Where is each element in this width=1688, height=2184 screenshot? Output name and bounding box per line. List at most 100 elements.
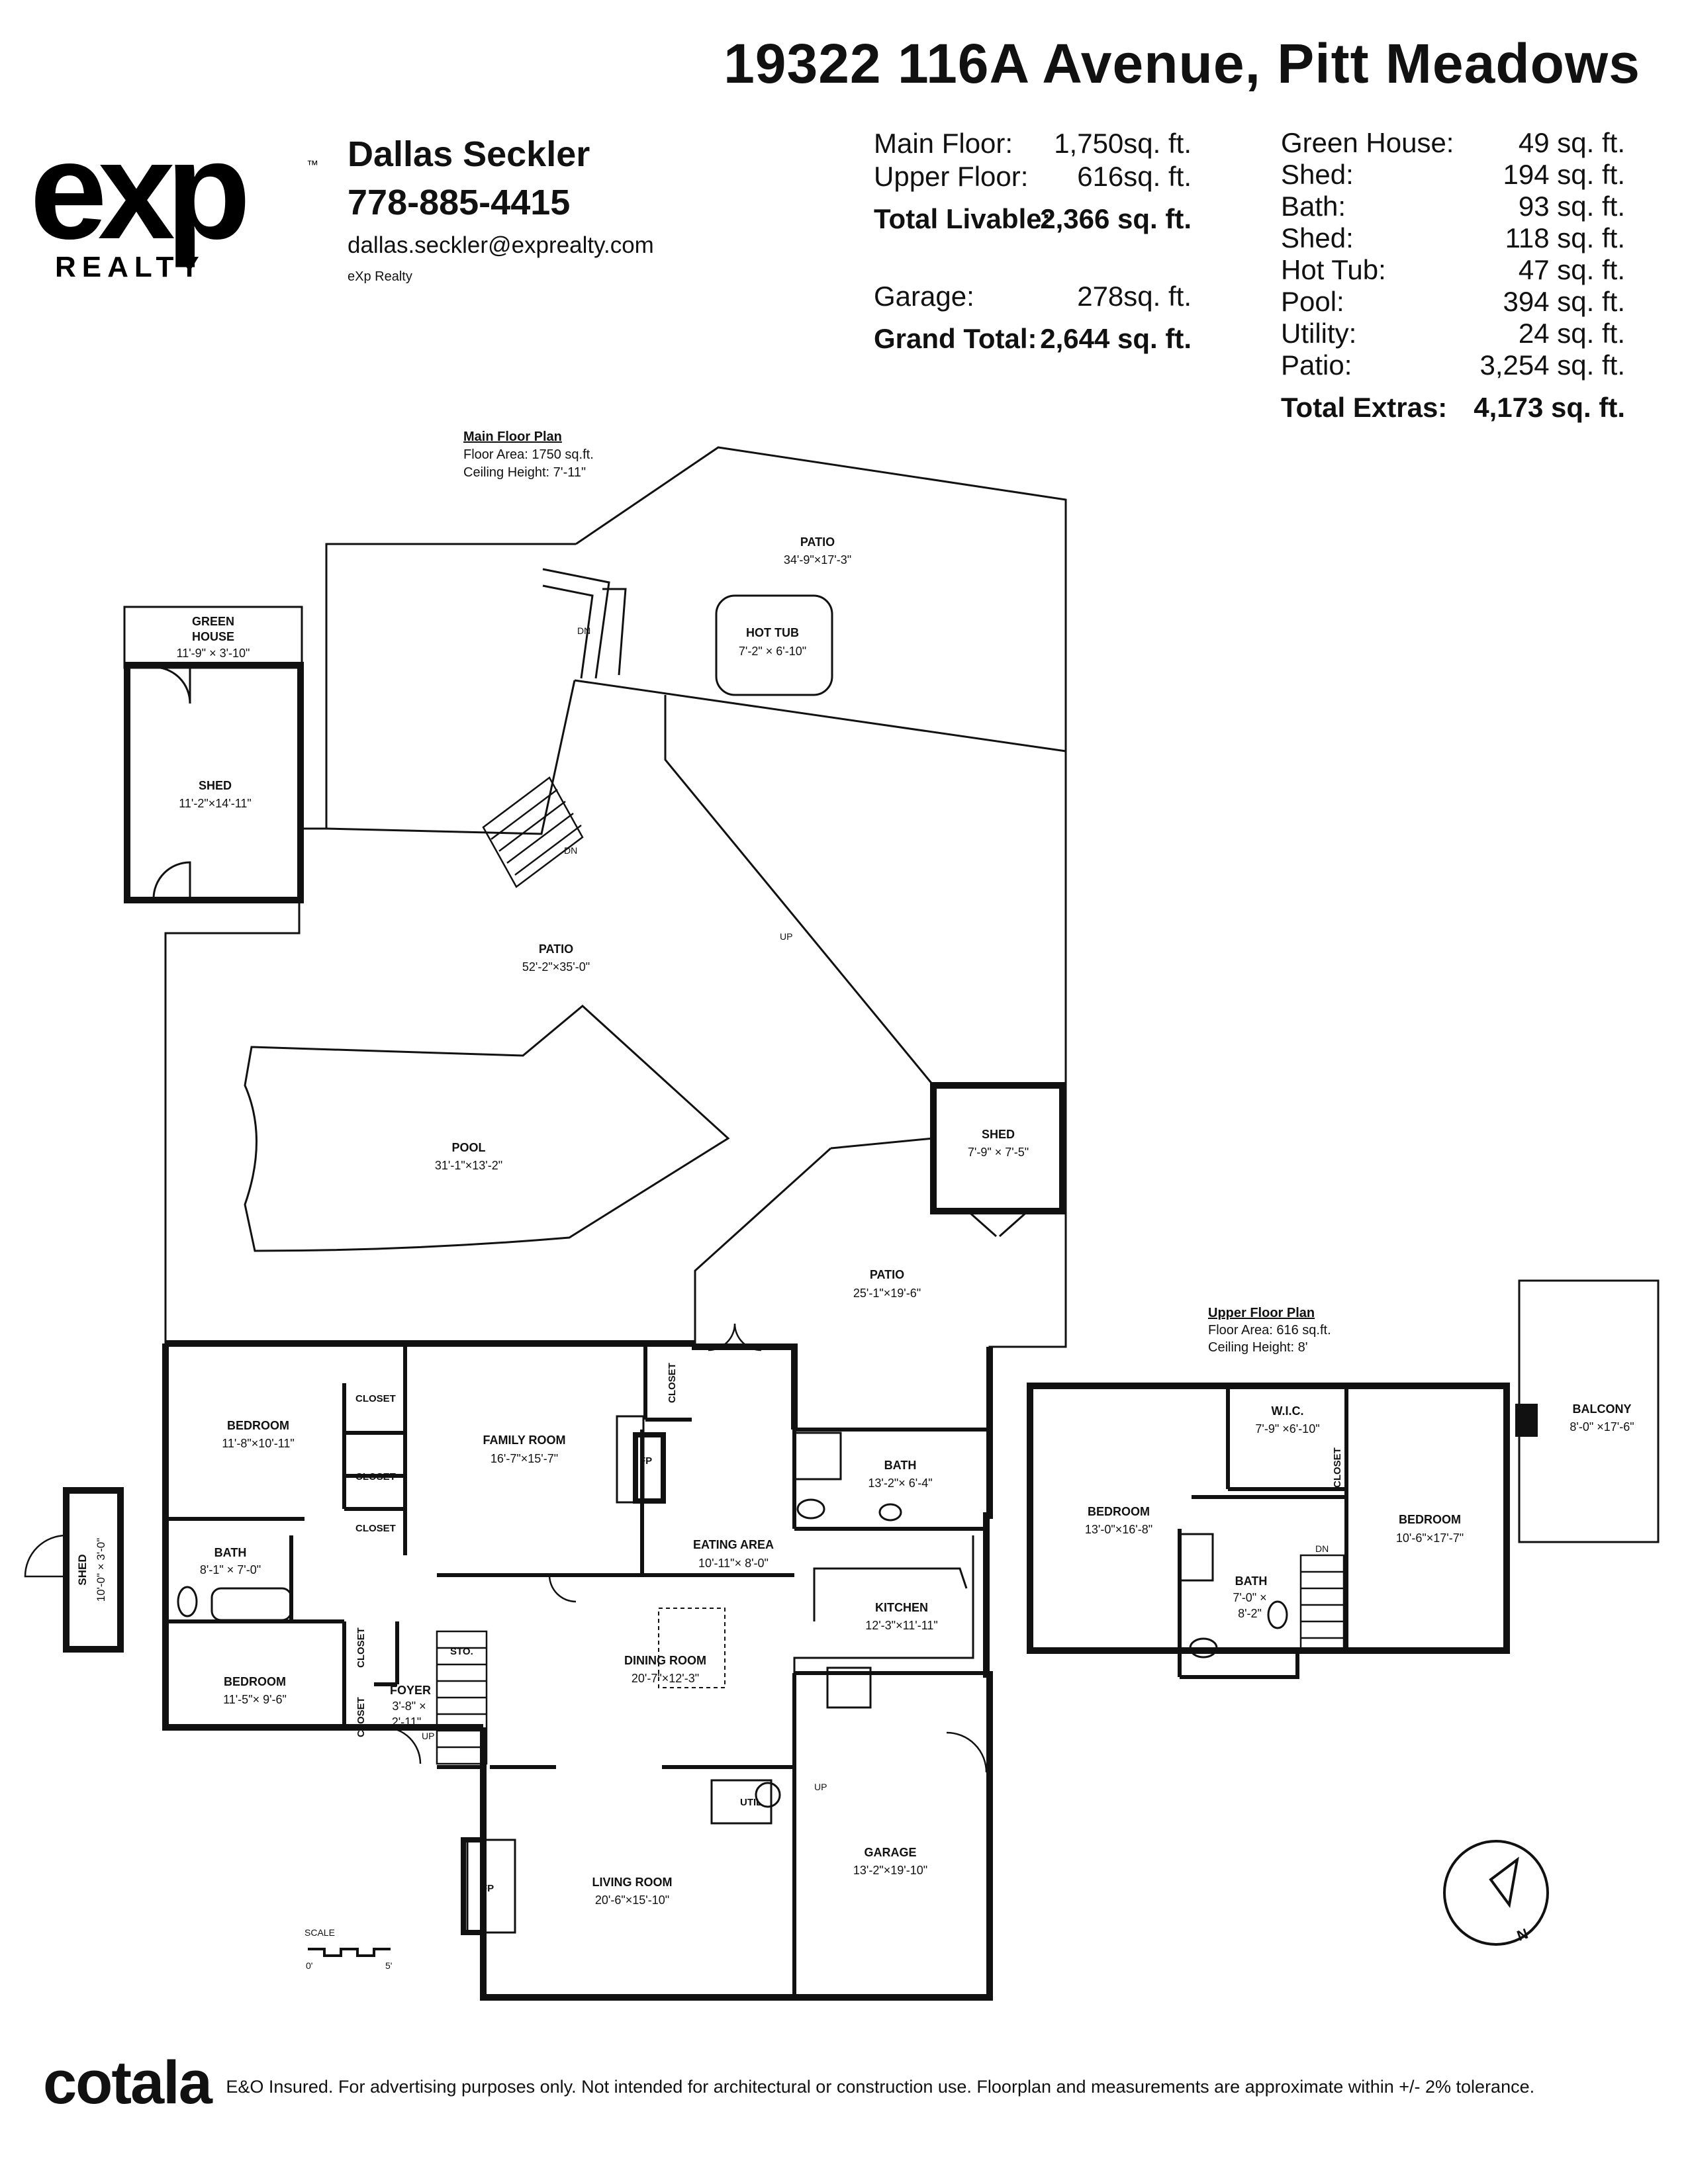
area-row-grand-total: Grand Total: 2,644 sq. ft.	[874, 322, 1192, 355]
room-dims-balcony: 8'-0" ×17'-6"	[1570, 1420, 1634, 1433]
area-value: 394 sq. ft.	[1503, 286, 1625, 317]
area-label: Shed:	[1281, 222, 1354, 253]
room-dims-patio-main: 52'-2"×35'-0"	[522, 960, 590, 974]
footer: cotala E&O Insured. For advertising purp…	[43, 2048, 1534, 2118]
water-heater	[755, 1782, 781, 1808]
extras-area-table: Green House:49 sq. ft. Shed:194 sq. ft. …	[1281, 127, 1625, 424]
area-value: 3,254 sq. ft.	[1479, 349, 1625, 381]
upper-sink	[1267, 1600, 1288, 1629]
patio-lower-edge	[694, 1147, 832, 1347]
closet-label: CLOSET	[1332, 1447, 1343, 1488]
closet-label: CLOSET	[355, 1627, 367, 1668]
dining-table	[658, 1608, 726, 1688]
area-label: Hot Tub:	[1281, 254, 1386, 285]
extras-row: Hot Tub:47 sq. ft.	[1281, 254, 1625, 286]
logo-sub-text: REALTY	[55, 251, 205, 283]
room-name-patio-right: PATIO	[870, 1268, 904, 1281]
shed-small-door	[24, 1534, 67, 1578]
house-wall-east	[983, 1347, 993, 1727]
room-dims-shed-small: 10'-0" × 3'-0"	[95, 1538, 107, 1602]
room-name-upper-bath: BATH	[1235, 1574, 1268, 1588]
main-plan-area: Floor Area: 1750 sq.ft.	[463, 447, 594, 462]
room-name-bath-main: BATH	[884, 1459, 917, 1472]
scale-five: 5'	[385, 1960, 392, 1971]
area-value: 2,366 sq. ft.	[1040, 203, 1192, 234]
stairs-up-label: UP	[814, 1782, 827, 1792]
patio-diagonal	[664, 695, 935, 1086]
room-dims-upper-bath-2: 8'-2"	[1238, 1607, 1262, 1620]
room-name-upper-bedroom-1: BEDROOM	[1088, 1505, 1150, 1518]
logo-main-text: exp	[30, 132, 246, 268]
fireplace-family	[616, 1415, 645, 1504]
kitchen-counter	[813, 1567, 968, 1621]
hot-tub-shape	[715, 594, 833, 696]
kitchen-range	[826, 1666, 872, 1709]
room-dims-eating-area: 10'-11"× 8'-0"	[698, 1557, 769, 1570]
extras-row: Utility:24 sq. ft.	[1281, 318, 1625, 349]
shower-main-bath	[793, 1432, 842, 1480]
room-dims-bath-small: 8'-1" × 7'-0"	[200, 1563, 261, 1576]
fireplace-living-hearth	[461, 1837, 486, 1935]
closet-label: CLOSET	[355, 1697, 367, 1737]
area-value: 93 sq. ft.	[1518, 191, 1625, 222]
stairs-down-label: DN	[564, 845, 577, 856]
shed-left-door	[153, 666, 191, 704]
area-label: Green House:	[1281, 127, 1454, 158]
garage-area-table: Garage: 278sq. ft. Grand Total: 2,644 sq…	[874, 280, 1192, 355]
area-value: 2,644 sq. ft.	[1040, 323, 1192, 354]
room-name-wic: W.I.C.	[1272, 1404, 1304, 1418]
fireplace-label: FP	[639, 1455, 652, 1467]
room-name-kitchen: KITCHEN	[875, 1601, 928, 1614]
extras-row: Shed:118 sq. ft.	[1281, 222, 1625, 254]
room-name-family-room: FAMILY ROOM	[483, 1433, 565, 1447]
room-dims-shed-right: 7'-9" × 7'-5"	[968, 1146, 1029, 1159]
room-dims-foyer-1: 3'-8" ×	[392, 1700, 426, 1713]
fireplace-living	[466, 1839, 516, 1934]
room-dims-green-house: 11'-9" × 3'-10"	[177, 647, 250, 660]
room-dims-patio-top: 34'-9"×17'-3"	[784, 553, 851, 567]
agent-phone: 778-885-4415	[348, 183, 571, 222]
area-row-main-floor: Main Floor: 1,750sq. ft.	[874, 127, 1192, 160]
area-label: Utility:	[1281, 318, 1357, 349]
logo-tm: ™	[306, 158, 318, 171]
room-dims-dining-room: 20'-7"×12'-3"	[632, 1672, 699, 1685]
room-dims-bedroom-2: 11'-5"× 9'-6"	[223, 1693, 287, 1706]
deck-step	[542, 568, 610, 679]
room-dims-upper-bedroom-1: 13'-0"×16'-8"	[1085, 1523, 1152, 1536]
closet-label: CLOSET	[355, 1523, 396, 1534]
scale-label: SCALE	[305, 1927, 335, 1938]
upper-stairs	[1299, 1554, 1345, 1652]
area-label: Bath:	[1281, 191, 1346, 222]
room-dims-bath-main: 13'-2"× 6'-4"	[868, 1477, 932, 1490]
area-label: Pool:	[1281, 286, 1344, 317]
room-name-pool: POOL	[451, 1141, 485, 1154]
area-row-total-livable: Total Livable: 2,366 sq. ft.	[874, 203, 1192, 236]
area-value: 278sq. ft.	[1077, 281, 1192, 312]
stairs-down-label: DN	[1315, 1543, 1329, 1554]
room-dims-foyer-2: 2'-11"	[392, 1715, 422, 1729]
disclaimer-text: E&O Insured. For advertising purposes on…	[226, 2077, 1535, 2097]
kitchen-counter-lower	[793, 1535, 974, 1678]
area-value: 49 sq. ft.	[1518, 127, 1625, 158]
patio-stairs	[482, 776, 584, 888]
area-label: Total Extras:	[1281, 392, 1448, 423]
agent-company: eXp Realty	[348, 269, 412, 284]
shed-small-walls	[63, 1487, 124, 1653]
area-value: 616sq. ft.	[1077, 161, 1192, 192]
closet-label: CLOSET	[355, 1393, 396, 1404]
compass-ring	[1443, 1840, 1549, 1946]
area-value: 194 sq. ft.	[1503, 159, 1625, 190]
room-dims-wic: 7'-9" ×6'-10"	[1255, 1422, 1319, 1435]
upper-fireplace	[1515, 1404, 1538, 1437]
extras-row: Shed:194 sq. ft.	[1281, 159, 1625, 191]
room-dims-upper-bath-1: 7'-0" ×	[1233, 1591, 1266, 1604]
scale-zero: 0'	[306, 1960, 312, 1971]
utility-label: UTIL	[740, 1797, 762, 1808]
stairs-down-label: DN	[577, 625, 590, 636]
room-name-shed-right: SHED	[982, 1128, 1015, 1141]
room-name-shed-left: SHED	[199, 779, 232, 792]
bathtub	[211, 1587, 293, 1621]
room-name-shed-small: SHED	[76, 1554, 89, 1585]
agent-info: Dallas Seckler 778-885-4415 dallas.seckl…	[348, 132, 654, 291]
